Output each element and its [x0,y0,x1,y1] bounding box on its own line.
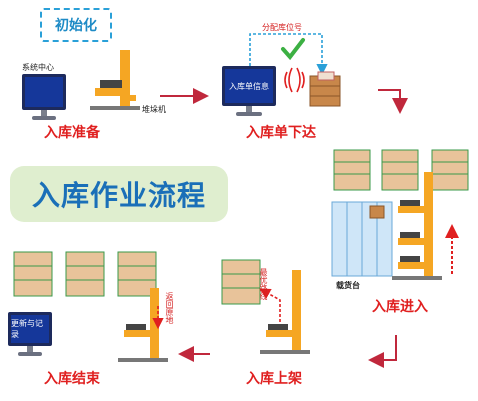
process-title-panel: 入库作业流程 [10,166,228,222]
loading-table-icon [331,201,393,277]
step-label-end: 入库结束 [44,371,100,387]
process-title: 入库作业流程 [31,179,206,212]
stacker-crane-icon-enter [392,172,442,280]
box-icon [309,71,341,107]
assign-location-label: 分配库位号 [262,23,302,32]
step-label-prep: 入库准备 [44,125,100,141]
return-origin-label: 返回原地 [165,292,174,324]
flow-arrow-enter-to-shelf [368,335,397,368]
step-label-order: 入库单下达 [246,125,316,141]
update-record-text: 更新与记录 [11,319,43,339]
order-screen-text: 入库单信息 [229,81,269,91]
stacker-label: 堆垛机 [142,105,166,114]
stacker-crane-icon-shelf [260,270,310,354]
system-center-label: 系统中心 [22,63,54,72]
rfid-signal-icon [284,67,305,93]
loading-table-label: 载货台 [336,281,360,290]
checkmark-icon [281,38,305,61]
init-box: 初始化 [40,8,112,42]
best-route-arrow [259,288,281,322]
best-route-label: 最优路线 [259,268,268,300]
stacker-crane-icon [90,50,140,110]
init-label: 初始化 [55,18,97,34]
rack-icon [333,149,469,191]
stacker-crane-icon-end [118,288,168,362]
step-label-shelf: 入库上架 [246,371,302,387]
assign-location-dashed-loop [249,33,328,76]
step-label-enter: 入库进入 [372,299,428,315]
flow-arrow-order-to-enter [378,89,408,114]
